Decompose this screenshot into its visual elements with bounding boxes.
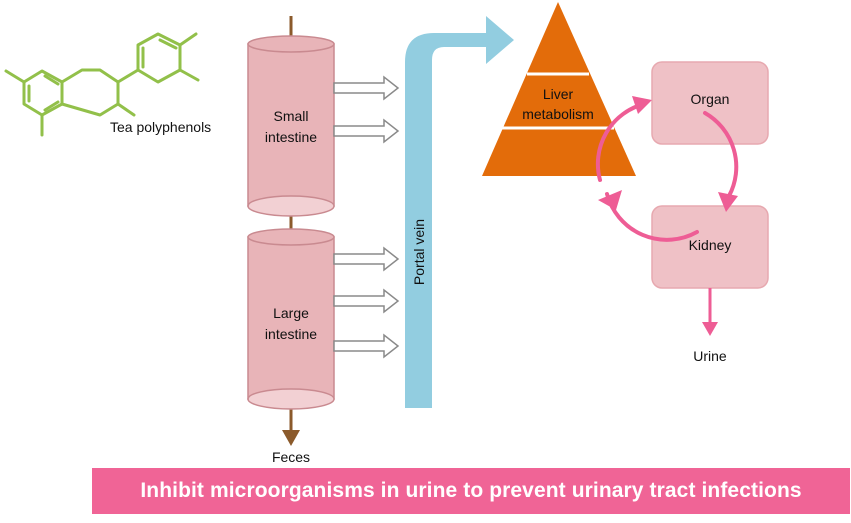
small-intestine-label-line1: Small (273, 108, 308, 124)
urine-arrowhead (702, 322, 718, 336)
organ-label: Organ (691, 91, 730, 107)
liver-label-line1: Liver (543, 86, 574, 102)
tea-polyphenol-structure-icon (4, 32, 200, 137)
kidney-label: Kidney (689, 237, 732, 253)
large-intestine-cylinder (247, 228, 335, 410)
conclusion-banner: Inhibit microorganisms in urine to preve… (92, 468, 850, 514)
portal-vein-arrow (405, 16, 514, 408)
cycle-arrow-return-to-organ (595, 102, 646, 182)
liver-label-line2: metabolism (522, 106, 594, 122)
cycle-arrow-organ-to-kidney (703, 111, 739, 198)
large-intestine-label-line1: Large (273, 305, 309, 321)
cycle-arrowhead (718, 192, 738, 212)
absorption-arrow (333, 333, 400, 359)
absorption-arrow (333, 246, 400, 272)
liver-triangle (482, 2, 636, 176)
absorption-arrow (333, 75, 400, 101)
small-intestine-label-line2: intestine (265, 129, 317, 145)
portal-vein-label: Portal vein (411, 219, 427, 285)
absorption-arrow (333, 288, 400, 314)
urine-label: Urine (693, 348, 727, 364)
large-intestine-label-line2: intestine (265, 326, 317, 342)
absorption-arrow (333, 118, 400, 144)
cycle-arrowhead (632, 96, 652, 114)
feces-arrowhead (282, 430, 300, 446)
organ-box (651, 61, 769, 145)
small-intestine-cylinder (247, 35, 335, 217)
molecule-label: Tea polyphenols (110, 119, 211, 135)
feces-label: Feces (272, 449, 310, 465)
cycle-arrowhead (598, 190, 622, 210)
